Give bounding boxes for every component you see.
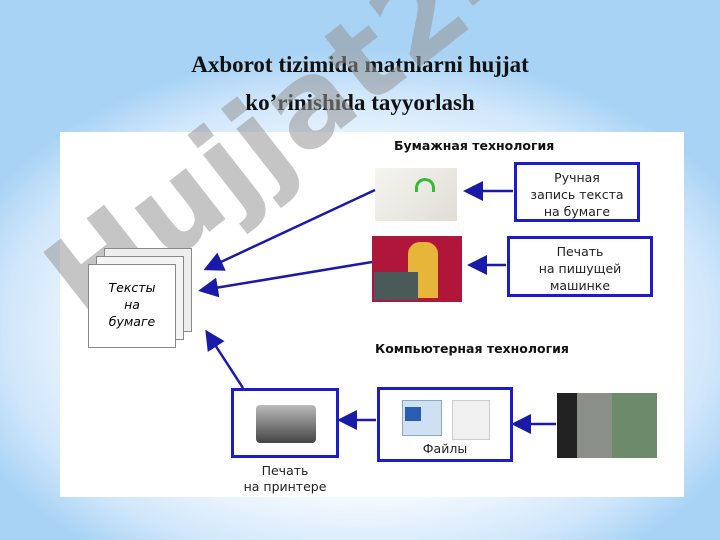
arrow-handwriting-to-texts: [203, 188, 376, 271]
paper-technology-heading: Бумажная технология: [394, 138, 555, 153]
printer-icon: [256, 405, 316, 443]
handwriting-label-2: запись текста: [530, 187, 624, 202]
texts-label-2: на: [124, 297, 140, 312]
texts-label-3: бумаге: [108, 314, 156, 329]
arrow-printer-to-texts: [205, 329, 245, 389]
typewriter-label-2: на пишущей: [538, 261, 622, 276]
arrow-typewriter-to-texts: [198, 260, 373, 298]
printer-label-2: на принтере: [243, 479, 327, 494]
students-computers-image: [557, 393, 657, 458]
files-label: Файлы: [422, 441, 468, 456]
typewriter-box: Печать на пишущей машинке: [507, 236, 653, 297]
printer-caption: Печать на принтере: [225, 463, 345, 495]
handwriting-image: [375, 168, 457, 221]
typewriter-image: [372, 236, 462, 302]
typewriter-label-1: Печать: [556, 244, 604, 259]
texts-on-paper-stack: Тексты на бумаге: [88, 248, 198, 348]
slide-title-line2: ko’rinishida tayyorlash: [245, 90, 475, 115]
blank-document-icon: [452, 400, 490, 440]
word-document-icon: [402, 400, 442, 436]
printer-label-1: Печать: [261, 463, 309, 478]
handwriting-box: Ручная запись текста на бумаге: [514, 162, 640, 222]
files-box: Файлы: [377, 387, 513, 462]
printer-box: [231, 388, 339, 458]
slide-title-line1: Axborot tizimida matnlarni hujjat: [191, 52, 529, 77]
texts-label-1: Тексты: [108, 280, 156, 295]
handwriting-label-3: на бумаге: [543, 204, 611, 219]
computer-technology-heading: Компьютерная технология: [375, 341, 569, 356]
handwriting-label-1: Ручная: [554, 170, 600, 185]
typewriter-label-3: машинке: [549, 278, 611, 293]
